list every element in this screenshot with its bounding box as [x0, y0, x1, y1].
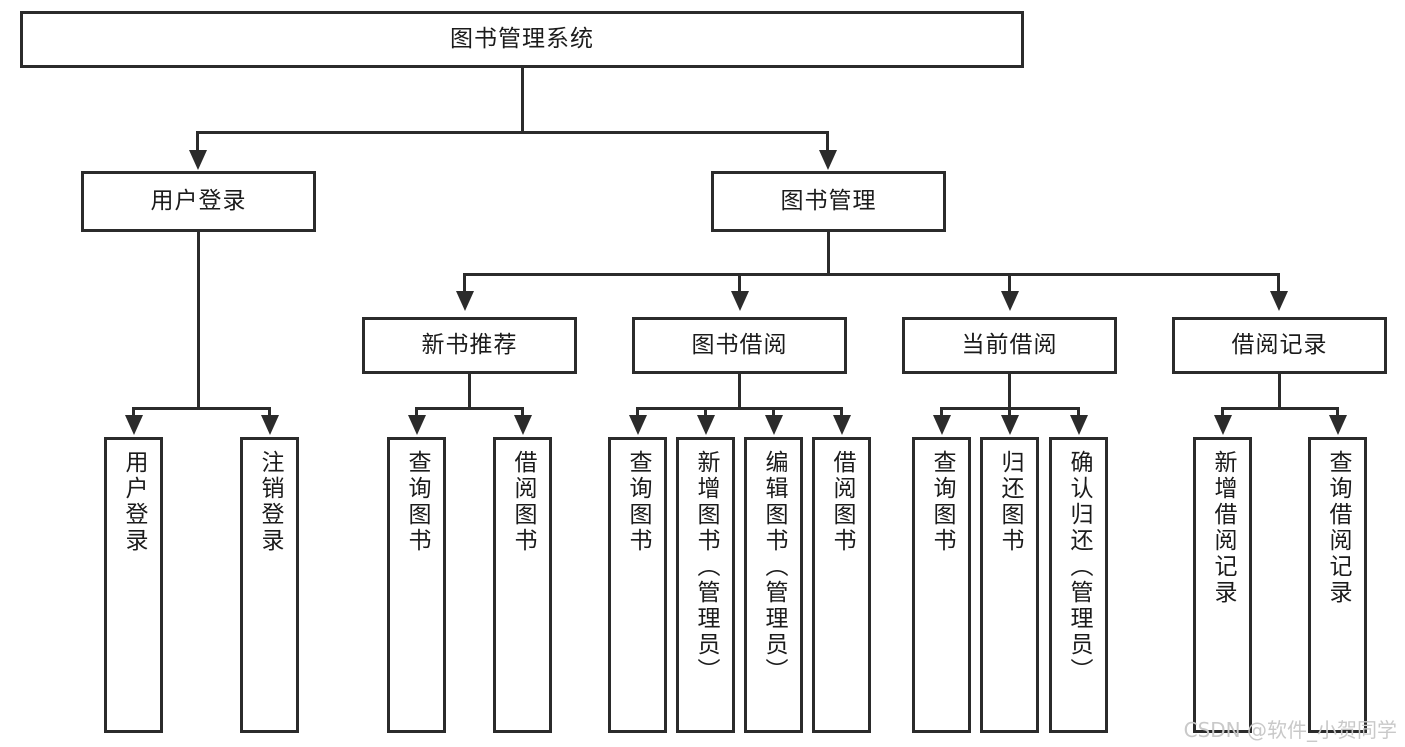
leaf-query-book-1[interactable]: 查询图书 [387, 437, 446, 733]
connector-root-stem [521, 68, 524, 131]
connector-br-bus [1221, 407, 1338, 410]
leaf-confirm-return[interactable]: 确认归还（管理员） [1049, 437, 1108, 733]
leaf-query-book-2[interactable]: 查询图书 [608, 437, 667, 733]
leaf-borrow-book-2-label: 借阅图书 [829, 450, 855, 554]
leaf-return-book[interactable]: 归还图书 [980, 437, 1039, 733]
connector-user-login-drop-2 [268, 407, 271, 418]
node-book-management-label: 图书管理 [780, 188, 877, 215]
arrowhead-book-management [819, 150, 837, 170]
connector-nbr-bus [415, 407, 523, 410]
leaf-borrow-book-2[interactable]: 借阅图书 [812, 437, 871, 733]
leaf-query-record[interactable]: 查询借阅记录 [1308, 437, 1367, 733]
connector-cb-stem [1008, 374, 1011, 407]
connector-user-login-drop-1 [132, 407, 135, 418]
arrowhead-book-borrow [731, 291, 749, 311]
arrowhead-leaf-edit-book [765, 415, 783, 435]
arrowhead-leaf-user-login [125, 415, 143, 435]
leaf-borrow-book-1[interactable]: 借阅图书 [493, 437, 552, 733]
connector-bm-drop-2 [738, 273, 741, 293]
connector-cb-drop-2 [1008, 407, 1011, 418]
connector-bb-bus [636, 407, 843, 410]
leaf-add-book[interactable]: 新增图书（管理员） [676, 437, 735, 733]
node-user-login-label: 用户登录 [150, 188, 247, 215]
leaf-borrow-book-1-label: 借阅图书 [510, 450, 536, 554]
arrowhead-leaf-add-book [697, 415, 715, 435]
connector-br-drop-1 [1221, 407, 1224, 418]
connector-br-stem [1278, 374, 1281, 407]
arrowhead-leaf-borrow-book-2 [833, 415, 851, 435]
arrowhead-leaf-return-book [1001, 415, 1019, 435]
leaf-add-book-label: 新增图书（管理员） [693, 450, 719, 684]
connector-bb-drop-4 [840, 407, 843, 418]
leaf-query-book-2-label: 查询图书 [625, 450, 651, 554]
node-current-borrow-label: 当前借阅 [961, 332, 1058, 359]
leaf-query-record-label: 查询借阅记录 [1325, 450, 1351, 606]
leaf-add-record-label: 新增借阅记录 [1210, 450, 1236, 606]
leaf-logout-login-label: 注销登录 [257, 450, 283, 554]
arrowhead-leaf-query-book-2 [629, 415, 647, 435]
connector-bb-drop-2 [704, 407, 707, 418]
arrowhead-current-borrow [1001, 291, 1019, 311]
connector-root-to-user-login [196, 131, 199, 153]
node-user-login[interactable]: 用户登录 [81, 171, 316, 232]
arrowhead-user-login [189, 150, 207, 170]
leaf-edit-book-label: 编辑图书（管理员） [761, 450, 787, 684]
connector-root-bus [196, 131, 828, 134]
node-new-book-recommend[interactable]: 新书推荐 [362, 317, 577, 374]
node-current-borrow[interactable]: 当前借阅 [902, 317, 1117, 374]
connector-root-to-book-management [826, 131, 829, 153]
connector-user-login-stem [197, 232, 200, 407]
connector-bb-drop-1 [636, 407, 639, 418]
leaf-return-book-label: 归还图书 [997, 450, 1023, 554]
arrowhead-leaf-logout-login [261, 415, 279, 435]
connector-cb-drop-1 [940, 407, 943, 418]
node-book-management[interactable]: 图书管理 [711, 171, 946, 232]
node-new-book-recommend-label: 新书推荐 [421, 332, 518, 359]
connector-bm-drop-1 [463, 273, 466, 293]
arrowhead-leaf-query-book-3 [933, 415, 951, 435]
leaf-edit-book[interactable]: 编辑图书（管理员） [744, 437, 803, 733]
connector-book-management-bus [463, 273, 1280, 276]
node-borrow-record-label: 借阅记录 [1231, 332, 1328, 359]
node-book-borrow-label: 图书借阅 [691, 332, 788, 359]
connector-nbr-stem [468, 374, 471, 407]
arrowhead-leaf-confirm-return [1070, 415, 1088, 435]
connector-bb-drop-3 [772, 407, 775, 418]
leaf-add-record[interactable]: 新增借阅记录 [1193, 437, 1252, 733]
leaf-confirm-return-label: 确认归还（管理员） [1066, 450, 1092, 684]
leaf-query-book-3-label: 查询图书 [929, 450, 955, 554]
node-book-borrow[interactable]: 图书借阅 [632, 317, 847, 374]
arrowhead-borrow-record [1270, 291, 1288, 311]
arrowhead-leaf-borrow-book-1 [514, 415, 532, 435]
leaf-user-login-label: 用户登录 [121, 450, 147, 554]
leaf-query-book-3[interactable]: 查询图书 [912, 437, 971, 733]
connector-bb-stem [738, 374, 741, 407]
node-root-label: 图书管理系统 [450, 26, 594, 53]
connector-book-management-stem [827, 232, 830, 273]
connector-bm-drop-3 [1008, 273, 1011, 293]
leaf-query-book-1-label: 查询图书 [404, 450, 430, 554]
csdn-watermark: CSDN @软件_小贺同学 [1183, 718, 1397, 742]
connector-user-login-bus [132, 407, 268, 410]
node-borrow-record[interactable]: 借阅记录 [1172, 317, 1387, 374]
leaf-user-login[interactable]: 用户登录 [104, 437, 163, 733]
arrowhead-new-book-recommend [456, 291, 474, 311]
node-root[interactable]: 图书管理系统 [20, 11, 1024, 68]
arrowhead-leaf-query-book-1 [408, 415, 426, 435]
connector-bm-drop-4 [1277, 273, 1280, 293]
connector-br-drop-2 [1336, 407, 1339, 418]
arrowhead-leaf-query-record [1329, 415, 1347, 435]
leaf-logout-login[interactable]: 注销登录 [240, 437, 299, 733]
arrowhead-leaf-add-record [1214, 415, 1232, 435]
connector-nbr-drop-1 [415, 407, 418, 418]
connector-nbr-drop-2 [521, 407, 524, 418]
connector-cb-drop-3 [1077, 407, 1080, 418]
